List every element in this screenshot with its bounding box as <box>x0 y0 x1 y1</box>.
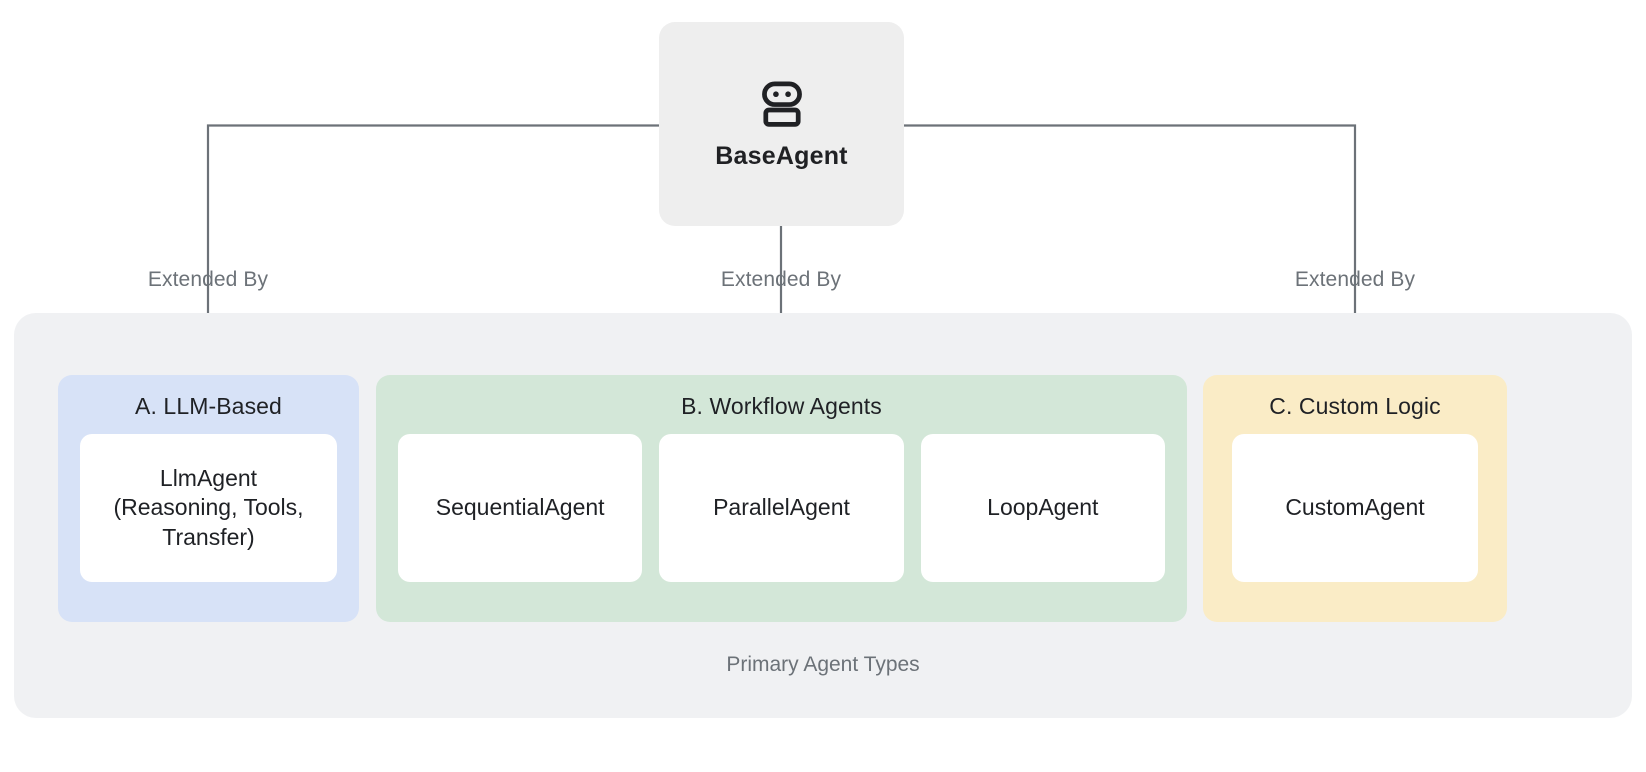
node-llm-agent[interactable]: LlmAgent(Reasoning, Tools,Transfer) <box>80 434 337 582</box>
node-sequential-agent[interactable]: SequentialAgent <box>398 434 643 582</box>
category-llm-based[interactable]: A. LLM-Based LlmAgent(Reasoning, Tools,T… <box>58 375 359 622</box>
node-base-agent-label: BaseAgent <box>715 141 848 170</box>
edge-label-custom: Extended By <box>1294 268 1416 291</box>
edge-label-workflow: Extended By <box>720 268 842 291</box>
category-llm-based-children: LlmAgent(Reasoning, Tools,Transfer) <box>58 434 359 582</box>
category-workflow-agents-title: B. Workflow Agents <box>681 393 882 419</box>
category-custom-logic-title: C. Custom Logic <box>1269 393 1441 419</box>
primary-agent-types-panel: A. LLM-Based LlmAgent(Reasoning, Tools,T… <box>14 313 1632 718</box>
node-loop-agent[interactable]: LoopAgent <box>920 434 1165 582</box>
category-custom-logic[interactable]: C. Custom Logic CustomAgent <box>1203 375 1507 622</box>
category-workflow-agents-children: SequentialAgent ParallelAgent LoopAgent <box>376 434 1187 582</box>
node-custom-agent[interactable]: CustomAgent <box>1232 434 1478 582</box>
category-workflow-agents[interactable]: B. Workflow Agents SequentialAgent Paral… <box>376 375 1187 622</box>
node-base-agent[interactable]: BaseAgent <box>659 22 904 226</box>
edge-label-llm: Extended By <box>147 268 269 291</box>
panel-caption: Primary Agent Types <box>726 653 920 676</box>
node-parallel-agent[interactable]: ParallelAgent <box>659 434 904 582</box>
category-custom-logic-children: CustomAgent <box>1203 434 1507 582</box>
category-llm-based-title: A. LLM-Based <box>135 393 282 419</box>
robot-icon <box>761 80 802 127</box>
